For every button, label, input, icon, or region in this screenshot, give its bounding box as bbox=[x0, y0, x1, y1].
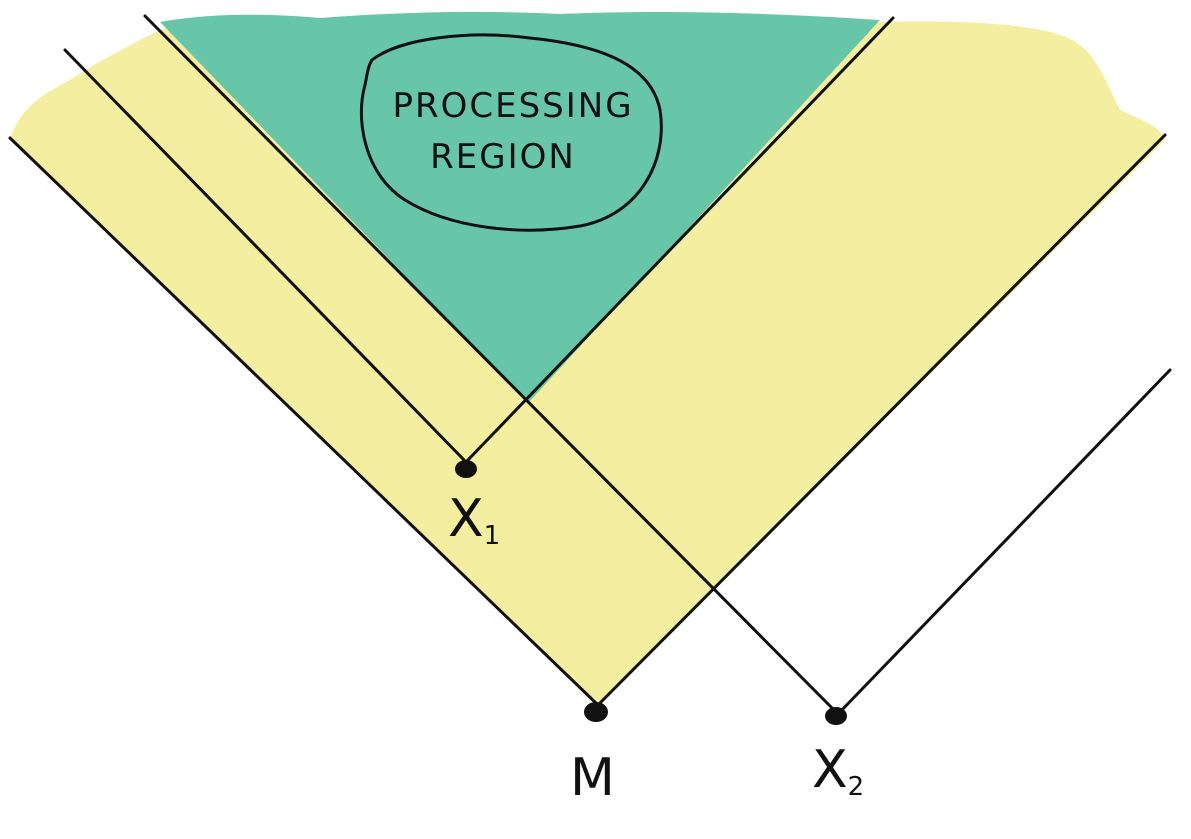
cone-line-x1-left bbox=[63, 48, 468, 464]
event-dot-x2 bbox=[825, 707, 847, 725]
processing-region-outline bbox=[359, 33, 663, 232]
future-cone-of-m-region bbox=[10, 21, 1165, 706]
label-m: M bbox=[570, 748, 615, 808]
cone-line-x2-right bbox=[836, 368, 1172, 716]
region-label-line1: PROCESSING bbox=[392, 86, 633, 126]
region-label-line2: REGION bbox=[430, 137, 576, 177]
label-x2: X2 bbox=[812, 740, 864, 802]
cone-line-x1-right bbox=[464, 16, 895, 464]
processing-region-area bbox=[160, 11, 880, 403]
cone-line-m-right bbox=[596, 133, 1167, 707]
event-dot-m bbox=[584, 702, 608, 722]
cone-line-x2-left bbox=[143, 14, 840, 716]
event-dot-x1 bbox=[455, 460, 477, 478]
cone-line-m-left bbox=[8, 136, 600, 707]
label-x1: X1 bbox=[448, 489, 500, 551]
